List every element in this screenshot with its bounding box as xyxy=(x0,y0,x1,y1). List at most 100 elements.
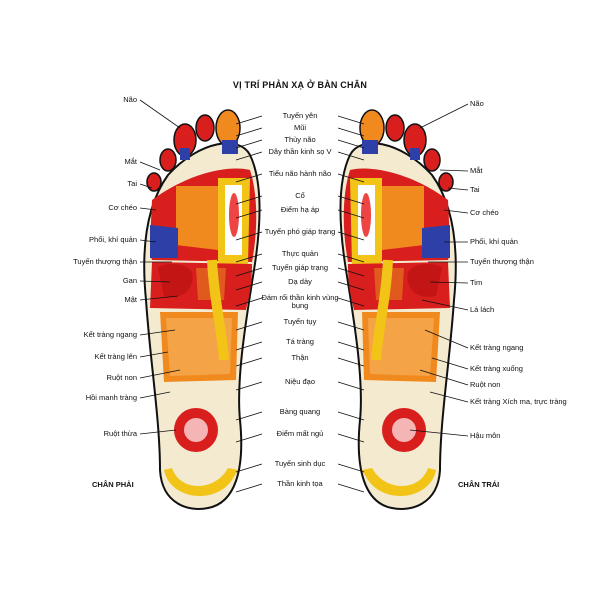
center-leader-r-8 xyxy=(337,253,365,263)
center-label-17: Điểm mất ngủ xyxy=(276,429,324,438)
center-leader-l-1 xyxy=(235,127,263,137)
right-leader-6 xyxy=(429,281,469,284)
center-leader-l-9 xyxy=(235,267,263,277)
left-label-6: Gan xyxy=(122,276,137,285)
center-label-6: Điểm hạ áp xyxy=(280,205,320,214)
diagram-title: VỊ TRÍ PHẢN XẠ Ở BÀN CHÂN xyxy=(232,80,368,90)
center-leader-l-7 xyxy=(235,231,263,241)
center-label-4: Tiểu não hành não xyxy=(268,169,332,178)
left-leader-12 xyxy=(139,429,177,435)
center-leader-l-16 xyxy=(235,411,263,421)
center-leader-r-16 xyxy=(337,411,365,421)
left-label-2: Tai xyxy=(127,179,137,188)
center-label-10: Dạ dày xyxy=(288,277,312,286)
left-label-11: Hồi manh tràng xyxy=(85,393,137,402)
center-leader-l-11 xyxy=(235,297,263,307)
right-leader-2 xyxy=(447,187,469,191)
center-label-19: Thần kinh tọa xyxy=(277,479,323,488)
center-label-18: Tuyến sinh dục xyxy=(274,459,326,468)
left-leader-7 xyxy=(139,295,179,301)
center-label-9: Tuyến giáp trạng xyxy=(271,263,328,272)
left-leader-9 xyxy=(139,351,169,358)
center-leader-l-8 xyxy=(235,253,263,263)
left-label-5: Tuyến thượng thận xyxy=(73,257,137,266)
right-label-0: Não xyxy=(470,99,484,108)
right-leader-1 xyxy=(439,169,469,172)
left-label-12: Ruột thừa xyxy=(103,429,137,438)
left-foot-name: CHÂN TRÁI xyxy=(458,480,500,489)
center-label-11: Đám rối thần kinh vùng bụng xyxy=(261,293,339,310)
left-label-3: Cơ chéo xyxy=(108,203,137,212)
right-label-3: Cơ chéo xyxy=(470,208,499,217)
right-label-8: Kết tràng ngang xyxy=(470,343,524,352)
right-leader-9 xyxy=(431,357,469,370)
center-leader-r-18 xyxy=(337,463,365,473)
left-label-9: Kết tràng lên xyxy=(94,352,137,361)
center-leader-r-7 xyxy=(337,231,365,241)
right-label-1: Mắt xyxy=(470,166,483,175)
center-leader-l-4 xyxy=(235,173,263,183)
center-leader-r-4 xyxy=(337,173,365,183)
right-label-6: Tim xyxy=(470,278,483,287)
left-label-10: Ruột non xyxy=(106,373,137,382)
right-leader-10 xyxy=(419,369,469,386)
center-label-0: Tuyến yên xyxy=(282,111,318,120)
center-leader-l-13 xyxy=(235,341,263,351)
left-label-7: Mật xyxy=(124,295,137,304)
center-label-14: Thận xyxy=(291,353,309,362)
center-label-1: Mũi xyxy=(293,123,307,132)
center-label-15: Niệu đạo xyxy=(284,377,316,386)
left-label-8: Kết tràng ngang xyxy=(83,330,137,339)
left-leader-3 xyxy=(139,207,157,211)
center-label-7: Tuyến phó giáp trạng xyxy=(264,227,336,236)
center-label-13: Tá tràng xyxy=(286,337,314,346)
right-foot-name: CHÂN PHẢI xyxy=(92,480,134,489)
left-label-4: Phổi, khí quản xyxy=(89,235,137,244)
center-leader-l-19 xyxy=(235,483,263,493)
center-label-16: Bàng quang xyxy=(279,407,321,416)
center-leader-l-15 xyxy=(235,381,263,391)
center-leader-r-9 xyxy=(337,267,365,277)
left-leader-2 xyxy=(139,183,153,189)
right-leader-12 xyxy=(409,429,469,437)
right-label-10: Ruột non xyxy=(470,380,501,389)
center-leader-l-17 xyxy=(235,433,263,443)
right-leader-11 xyxy=(429,391,469,403)
center-label-3: Dây thần kinh sọ V xyxy=(268,147,332,156)
center-leader-l-10 xyxy=(235,281,263,291)
center-leader-r-15 xyxy=(337,381,365,391)
right-label-7: Lá lách xyxy=(470,305,495,314)
center-leader-l-5 xyxy=(235,195,263,205)
right-label-11: Kết tràng Xích ma, trực tràng xyxy=(470,397,567,406)
center-leader-r-10 xyxy=(337,281,365,291)
left-leader-8 xyxy=(139,329,176,336)
right-label-2: Tai xyxy=(470,185,480,194)
center-leader-l-18 xyxy=(235,463,263,473)
center-label-8: Thực quản xyxy=(281,249,319,258)
center-leader-r-6 xyxy=(337,209,365,219)
center-leader-r-5 xyxy=(337,195,365,205)
right-leader-7 xyxy=(421,299,469,311)
center-label-5: Cổ xyxy=(295,191,305,200)
left-label-1: Mắt xyxy=(124,157,137,166)
right-leader-8 xyxy=(424,329,469,349)
center-leader-l-0 xyxy=(235,115,263,125)
center-leader-r-2 xyxy=(337,139,365,149)
center-leader-r-17 xyxy=(337,433,365,443)
left-leader-10 xyxy=(139,369,181,379)
center-leader-l-12 xyxy=(235,321,263,331)
center-leader-r-19 xyxy=(337,483,365,493)
center-leader-r-11 xyxy=(337,297,365,307)
center-label-2: Thùy não xyxy=(284,135,316,144)
left-leader-6 xyxy=(139,280,171,283)
right-leader-3 xyxy=(443,209,469,214)
left-leader-0 xyxy=(139,99,181,129)
right-label-12: Hậu môn xyxy=(470,431,501,440)
right-foot-drawing xyxy=(143,109,261,510)
left-leader-4 xyxy=(139,239,157,243)
center-leader-r-3 xyxy=(337,151,365,161)
left-leader-11 xyxy=(139,391,171,399)
right-label-9: Kết tràng xuống xyxy=(470,364,523,373)
